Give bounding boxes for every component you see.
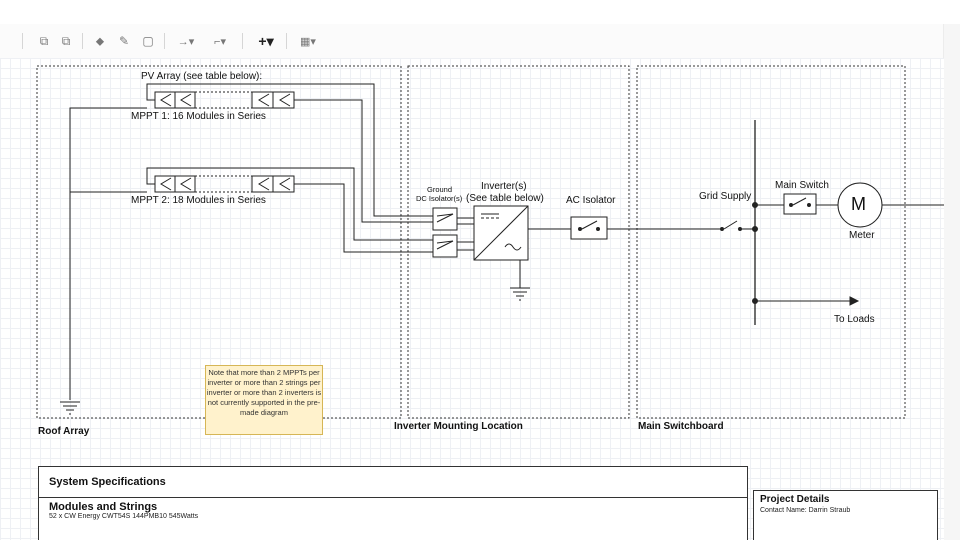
fill-color-icon[interactable]: ⬥: [95, 33, 105, 48]
toolbar: ⧉ ⧉ ⬥ ✎ ▢ →▾ ⌐▾ +▾ ▦▾: [0, 24, 944, 59]
shadow-icon[interactable]: ▢: [142, 34, 154, 48]
system-specifications-title: System Specifications: [39, 467, 747, 498]
meter-letter: M: [851, 194, 866, 214]
pv-string-1[interactable]: [154, 91, 295, 109]
modules-title: Modules and Strings: [49, 501, 158, 513]
grid-supply-label: Grid Supply: [699, 191, 752, 202]
note-box[interactable]: Note that more than 2 MPPTs per inverter…: [205, 365, 323, 435]
inverter-location-region[interactable]: [407, 65, 630, 419]
toolbar-separator: [82, 33, 83, 49]
mppt2-label: MPPT 2: 18 Modules in Series: [131, 195, 266, 206]
insert-icon[interactable]: +▾: [258, 32, 274, 49]
to-front-icon[interactable]: ⧉: [39, 33, 49, 48]
dc-isolator-1[interactable]: [432, 207, 458, 231]
toolbar-separator: [22, 33, 23, 49]
dc-isolator-2[interactable]: [432, 234, 458, 258]
main-switchboard-label: Main Switchboard: [638, 421, 724, 432]
to-loads-arrow: [849, 296, 860, 306]
diagram-canvas[interactable]: PV Array (see table below): MPPT 1: 16 M…: [0, 58, 944, 540]
toolbar-separator: [286, 33, 287, 49]
meter-label: Meter: [849, 230, 875, 241]
system-specifications-table[interactable]: System Specifications Modules and String…: [38, 466, 748, 540]
connection-icon[interactable]: →▾: [177, 35, 195, 48]
project-details-table[interactable]: Project Details Contact Name: Darrin Str…: [753, 490, 938, 540]
table-icon[interactable]: ▦▾: [300, 35, 316, 48]
roof-array-label: Roof Array: [38, 426, 90, 437]
pv-array-label: PV Array (see table below):: [141, 71, 263, 82]
inverter-location-label: Inverter Mounting Location: [394, 421, 523, 432]
main-switchboard-region[interactable]: [636, 65, 906, 419]
roof-earth-symbol: [60, 401, 80, 415]
inverter-earth-symbol: [510, 287, 530, 301]
ground-label: Ground: [427, 185, 453, 194]
waypoints-icon[interactable]: ⌐▾: [214, 35, 226, 48]
grid-supply-switch[interactable]: [720, 220, 742, 231]
to-back-icon[interactable]: ⧉: [61, 33, 71, 48]
project-details-title: Project Details: [760, 494, 830, 505]
ac-isolator-label: AC Isolator: [566, 195, 616, 206]
pv-string-2[interactable]: [154, 175, 295, 193]
modules-text: 52 x CW Energy CWT54S 144PMB10 545Watts: [49, 513, 199, 520]
to-loads-label: To Loads: [834, 314, 875, 325]
schematic-svg: [36, 65, 944, 419]
inverter-sub-label: (See table below): [466, 193, 544, 204]
vertical-scrollbar[interactable]: [943, 24, 960, 540]
line-color-icon[interactable]: ✎: [118, 34, 130, 48]
toolbar-separator: [164, 33, 165, 49]
toolbar-separator: [242, 33, 243, 49]
main-switch[interactable]: [783, 193, 817, 215]
mppt1-label: MPPT 1: 16 Modules in Series: [131, 111, 266, 122]
inverter-label: Inverter(s): [481, 181, 527, 192]
inverter-symbol[interactable]: [473, 205, 529, 261]
contact-name-text: Contact Name: Darrin Straub: [760, 507, 851, 514]
main-switch-label: Main Switch: [775, 180, 829, 191]
dc-isolator-label: DC Isolator(s): [416, 194, 463, 203]
ac-isolator[interactable]: [570, 216, 608, 240]
